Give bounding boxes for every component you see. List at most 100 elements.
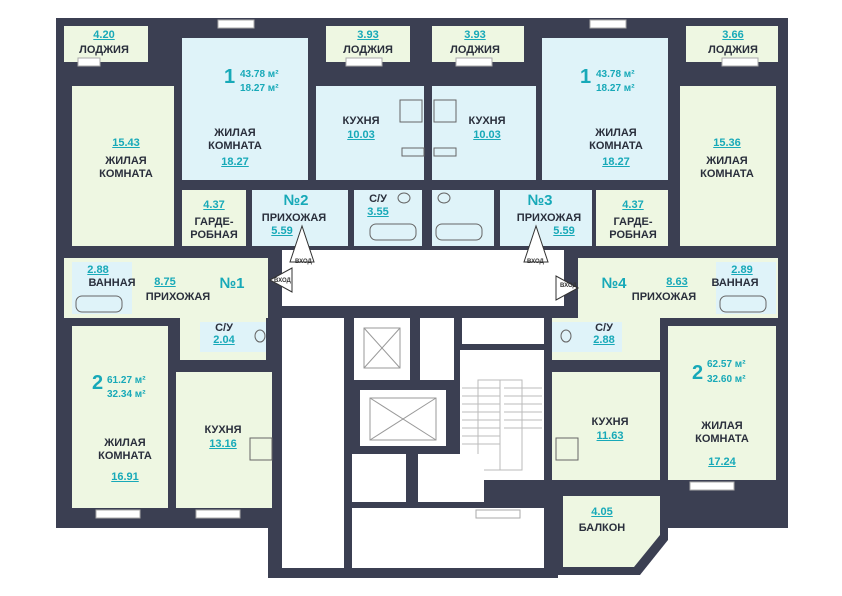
hall-1-label: ПРИХОЖАЯ <box>145 291 211 303</box>
kitchen-1-area: 13.16 <box>209 438 237 450</box>
apt1-living: 32.34 м² <box>107 389 146 400</box>
wardrobe-2-name1: ГАРДЕ- <box>194 216 234 228</box>
apt2-label: №2 <box>283 192 309 209</box>
apt1-rooms: 2 <box>92 372 104 394</box>
loggia-1-area: 4.20 <box>93 29 115 41</box>
living-4-area: 15.36 <box>713 137 741 149</box>
vestibule-right <box>418 454 484 502</box>
bathroom-2 <box>354 190 422 246</box>
bath-4-area: 2.89 <box>731 264 753 276</box>
kitchen-4-label: КУХНЯ <box>591 416 629 428</box>
wardrobe-2-name2: РОБНАЯ <box>190 229 238 241</box>
apt1-total: 61.27 м² <box>107 375 146 386</box>
windows <box>77 19 759 519</box>
living-room-3 <box>542 38 668 180</box>
hall-1-area: 8.75 <box>154 276 176 288</box>
balcony-area: 4.05 <box>591 506 613 518</box>
entrance-label-1: ВХОД <box>295 259 312 265</box>
elevator-2-cross-b <box>369 397 437 441</box>
wardrobe-3 <box>596 190 668 246</box>
loggia-4 <box>686 26 778 62</box>
kitchen-1 <box>176 372 272 508</box>
entrance-label-3: ВХОД <box>527 259 544 265</box>
bath-4-label: ВАННАЯ <box>711 277 759 289</box>
kitchen-4-area: 11.63 <box>596 430 624 442</box>
wc-4-label: С/У <box>595 322 613 334</box>
entrance-markers <box>268 224 580 301</box>
apt1-label: №1 <box>219 275 245 292</box>
living-5-name2: КОМНАТА <box>98 450 152 462</box>
living-6-name1: ЖИЛАЯ <box>701 420 743 432</box>
apt3-label: №3 <box>527 192 553 209</box>
living-3-name1: ЖИЛАЯ <box>595 127 637 139</box>
bath-1-area: 2.88 <box>87 264 109 276</box>
apt2-living: 18.27 м² <box>240 83 279 94</box>
apt2-rooms: 1 <box>224 66 236 88</box>
apt2-total: 43.78 м² <box>240 69 279 80</box>
apt4-total: 62.57 м² <box>707 359 746 370</box>
hall-2-label: ПРИХОЖАЯ <box>261 212 327 224</box>
loggia-3-area: 3.93 <box>464 29 486 41</box>
apt4-living: 32.60 м² <box>707 374 746 385</box>
living-3-name2: КОМНАТА <box>589 140 643 152</box>
loggia-2-area: 3.93 <box>357 29 379 41</box>
apt3-living: 18.27 м² <box>596 83 635 94</box>
shaft <box>420 318 454 380</box>
vestibule-left <box>352 454 406 502</box>
apt3-total: 43.78 м² <box>596 69 635 80</box>
hall-2-area: 5.59 <box>271 225 293 237</box>
kitchen-2-area: 10.03 <box>347 129 375 141</box>
hall-4-label: ПРИХОЖАЯ <box>631 291 697 303</box>
living-5-name1: ЖИЛАЯ <box>104 437 146 449</box>
balcony-floor <box>563 496 660 567</box>
kitchen-4 <box>552 372 660 480</box>
wc-2-area: 3.55 <box>367 206 389 218</box>
fixtures <box>75 99 767 461</box>
loggia-1-label: ЛОДЖИЯ <box>79 44 129 56</box>
balcony-label: БАЛКОН <box>578 522 626 534</box>
entrance-label-4: ВХОД <box>560 283 577 289</box>
living-room-4 <box>680 86 776 246</box>
apt4-rooms: 2 <box>692 362 704 384</box>
kitchen-1-label: КУХНЯ <box>204 424 242 436</box>
living-room-5 <box>72 326 168 508</box>
hall-3-label: ПРИХОЖАЯ <box>516 212 582 224</box>
wc-2-label: С/У <box>369 193 387 205</box>
stair-corridor-left <box>282 318 344 568</box>
loggia-2 <box>326 26 410 62</box>
living-1-name2: КОМНАТА <box>99 168 153 180</box>
apt4-label: №4 <box>601 275 627 292</box>
hall-4-area: 8.63 <box>666 276 688 288</box>
loggia-4-label: ЛОДЖИЯ <box>708 44 758 56</box>
apt3-rooms: 1 <box>580 66 592 88</box>
bath-1-label: ВАННАЯ <box>88 277 136 289</box>
living-room-2 <box>182 38 308 180</box>
wardrobe-2 <box>182 190 246 246</box>
living-room-6 <box>668 326 776 480</box>
lobby <box>282 250 564 306</box>
elevator-1-cab <box>363 327 401 369</box>
living-2-area: 18.27 <box>221 156 249 168</box>
kitchen-3 <box>432 86 536 180</box>
living-6-name2: КОМНАТА <box>695 433 749 445</box>
bathroom-3 <box>432 190 494 246</box>
elevator-1 <box>354 318 410 380</box>
stair-landing-top <box>462 318 544 344</box>
elevator-1-cross-b <box>363 327 401 369</box>
loggia-3-label: ЛОДЖИЯ <box>450 44 500 56</box>
wc-1-label: С/У <box>215 322 233 334</box>
hall-3 <box>500 190 592 246</box>
kitchen-3-label: КУХНЯ <box>468 115 506 127</box>
wc-4 <box>552 322 622 352</box>
loggia-2-label: ЛОДЖИЯ <box>343 44 393 56</box>
living-6-area: 17.24 <box>708 456 736 468</box>
kitchen-2 <box>316 86 424 180</box>
living-2-name1: ЖИЛАЯ <box>214 127 256 139</box>
wardrobe-2-area: 4.37 <box>203 199 225 211</box>
living-1-name1: ЖИЛАЯ <box>105 155 147 167</box>
wc-4-area: 2.88 <box>593 334 615 346</box>
kitchen-3-area: 10.03 <box>473 129 501 141</box>
living-4-name1: ЖИЛАЯ <box>706 155 748 167</box>
entrance-label-2: ВХОД <box>274 278 291 284</box>
